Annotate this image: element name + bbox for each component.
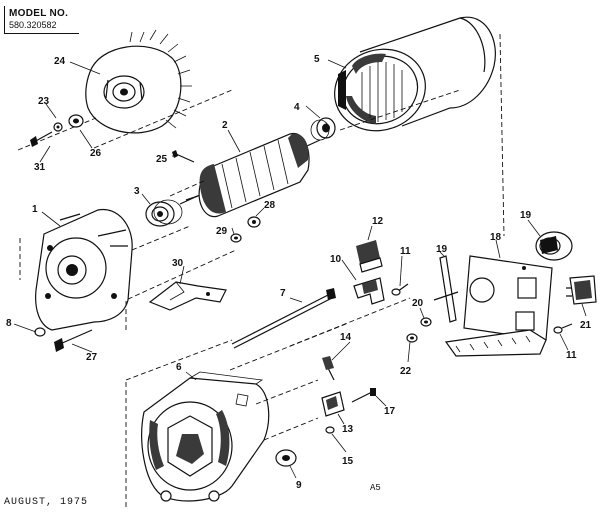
callout-19-bracket: 19 xyxy=(436,244,448,255)
part-28-29-fasteners xyxy=(230,216,261,243)
callout-13: 13 xyxy=(342,424,354,435)
part-1-end-bell xyxy=(19,208,133,331)
part-14-spring xyxy=(322,356,335,381)
callout-7: 7 xyxy=(280,288,286,299)
part-18-terminal-board xyxy=(444,255,553,357)
model-number-box: MODEL NO. 580.320582 xyxy=(4,6,79,34)
part-7-through-bolt xyxy=(231,288,336,349)
callout-6: 6 xyxy=(176,362,182,373)
callout-14: 14 xyxy=(340,332,352,343)
part-15-washer xyxy=(325,426,335,434)
callout-3: 3 xyxy=(134,186,140,197)
callout-numbers: 1 2 3 4 5 6 7 8 9 10 11 11 12 13 14 15 1… xyxy=(6,54,592,491)
part-3-bearing xyxy=(145,199,183,227)
callout-24: 24 xyxy=(54,56,66,67)
callout-5: 5 xyxy=(314,54,320,65)
callout-20: 20 xyxy=(412,298,424,309)
callout-12: 12 xyxy=(372,216,384,227)
part-23-26-31-hardware xyxy=(17,114,97,151)
callout-31: 31 xyxy=(34,162,46,173)
callout-9: 9 xyxy=(296,480,302,491)
part-17-screw xyxy=(351,388,376,403)
part-19-bracket xyxy=(433,255,459,323)
part-5-stator xyxy=(334,16,496,132)
callout-2: 2 xyxy=(222,120,228,131)
part-4-bearing xyxy=(310,117,336,141)
assembly-guide-lines xyxy=(93,33,505,441)
callout-17: 17 xyxy=(384,406,396,417)
part-10-switch-bracket xyxy=(353,277,385,305)
callout-11-upper: 11 xyxy=(400,246,411,257)
callout-15: 15 xyxy=(342,456,354,467)
part-11-screw-upper xyxy=(391,283,409,296)
part-9-grommet xyxy=(275,449,297,467)
part-2-rotor xyxy=(179,132,321,218)
callout-26: 26 xyxy=(90,148,102,159)
callout-30: 30 xyxy=(172,258,184,269)
part-13-switch-block xyxy=(321,391,345,417)
callout-21: 21 xyxy=(580,320,592,331)
callout-18: 18 xyxy=(490,232,502,243)
model-label: MODEL NO. xyxy=(9,8,69,19)
callout-1: 1 xyxy=(32,204,38,215)
drawing-code: A5 xyxy=(370,483,381,493)
part-19-overload xyxy=(535,231,573,261)
callout-11-lower: 11 xyxy=(566,350,577,361)
callout-23: 23 xyxy=(38,96,50,107)
callout-29: 29 xyxy=(216,226,228,237)
callout-19-overload: 19 xyxy=(520,210,532,221)
callout-leader-lines xyxy=(13,59,587,479)
part-24-fan xyxy=(85,29,192,134)
part-6-motor-frame xyxy=(125,371,270,510)
model-number: 580.320582 xyxy=(9,20,57,30)
callout-4: 4 xyxy=(294,102,300,113)
part-30-actuator xyxy=(148,281,227,311)
callout-22: 22 xyxy=(400,366,412,377)
callout-10: 10 xyxy=(330,254,342,265)
callout-27: 27 xyxy=(86,352,98,363)
part-20-22-11-fasteners xyxy=(406,317,573,343)
callout-8: 8 xyxy=(6,318,12,329)
part-8-27-screws xyxy=(34,327,93,352)
callout-25: 25 xyxy=(156,154,168,165)
part-21-terminal-block xyxy=(566,275,597,305)
drawing-date: AUGUST, 1975 xyxy=(4,497,89,508)
part-12-switch-contact xyxy=(356,240,383,273)
callout-28: 28 xyxy=(264,200,276,211)
